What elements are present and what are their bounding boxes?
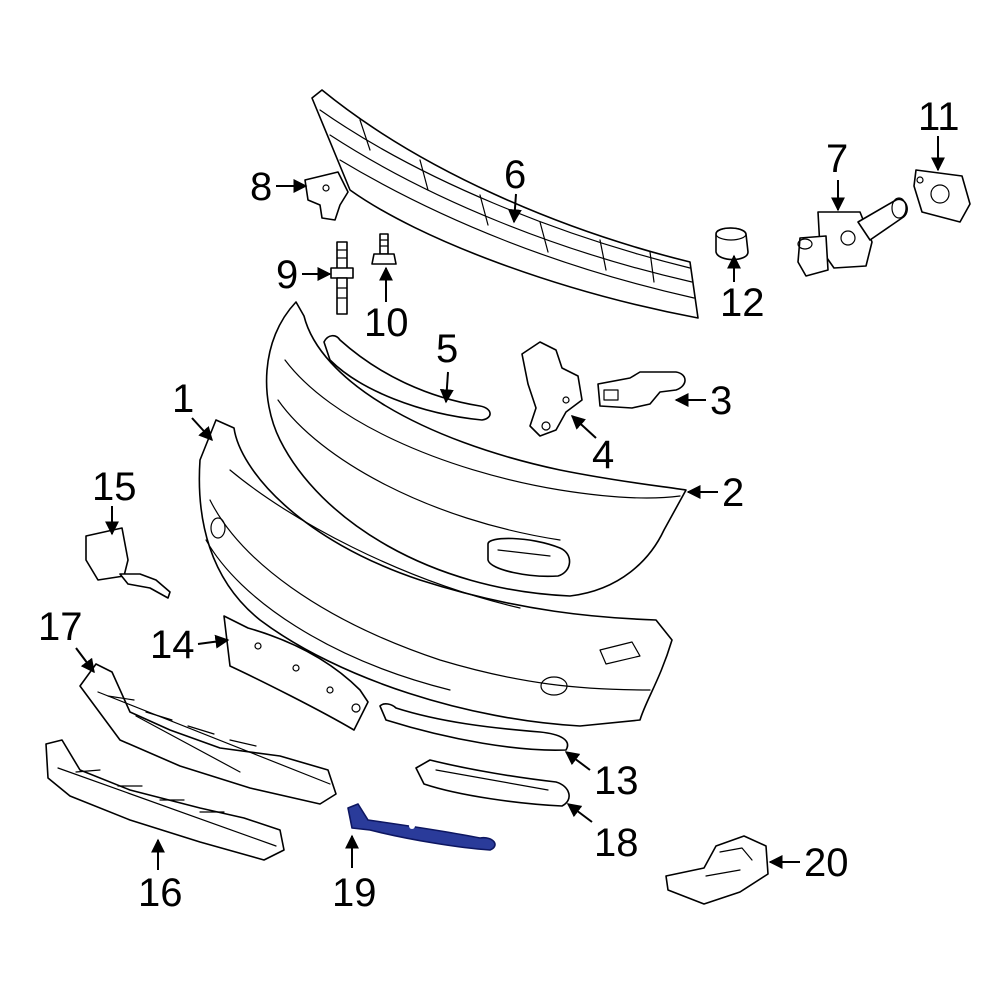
callout-5: 5 xyxy=(436,327,458,371)
part-13-trim-strip xyxy=(379,703,569,752)
callout-3: 3 xyxy=(710,379,732,423)
part-16-absorber-lower xyxy=(45,739,285,861)
part-5-trim-strip xyxy=(323,334,491,421)
callout-17: 17 xyxy=(38,605,83,649)
part-9-stud xyxy=(330,241,354,315)
part-20-deflector xyxy=(665,835,769,905)
callout-19: 19 xyxy=(332,871,377,915)
part-2-upper-cover xyxy=(265,301,687,597)
part-15-module xyxy=(85,527,171,599)
part-10-bolt xyxy=(371,233,397,265)
part-7-mount xyxy=(797,197,908,277)
callout-15: 15 xyxy=(92,465,137,509)
callout-2: 2 xyxy=(722,471,744,515)
callout-14: 14 xyxy=(150,623,195,667)
callout-8: 8 xyxy=(250,165,272,209)
callout-11: 11 xyxy=(918,95,960,139)
part-11-plate xyxy=(913,169,971,223)
part-6-reinforcement-beam xyxy=(311,89,699,319)
leader-lines xyxy=(75,136,945,870)
callout-18: 18 xyxy=(594,821,639,865)
part-14-plate-bracket xyxy=(223,615,369,731)
part-3-sensor xyxy=(597,371,686,409)
part-1-bumper-cover xyxy=(198,419,673,727)
callout-1: 1 xyxy=(172,377,194,421)
callout-6: 6 xyxy=(504,153,526,197)
part-19-bracket-highlighted xyxy=(347,803,496,851)
part-17-absorber-upper xyxy=(79,663,337,805)
part-18-grille-insert xyxy=(415,759,570,807)
callout-20: 20 xyxy=(804,841,849,885)
callout-4: 4 xyxy=(592,433,614,477)
callout-13: 13 xyxy=(594,759,639,803)
part-4-bracket xyxy=(521,341,583,437)
callout-9: 9 xyxy=(276,253,298,297)
callout-12: 12 xyxy=(720,281,765,325)
part-12-cap xyxy=(715,227,749,261)
part-8-bracket xyxy=(304,171,349,221)
callout-7: 7 xyxy=(826,137,848,181)
callout-10: 10 xyxy=(364,301,409,345)
callout-16: 16 xyxy=(138,871,183,915)
callout-labels: 1 2 3 4 5 6 7 8 9 10 11 12 13 14 15 16 1… xyxy=(38,95,960,915)
